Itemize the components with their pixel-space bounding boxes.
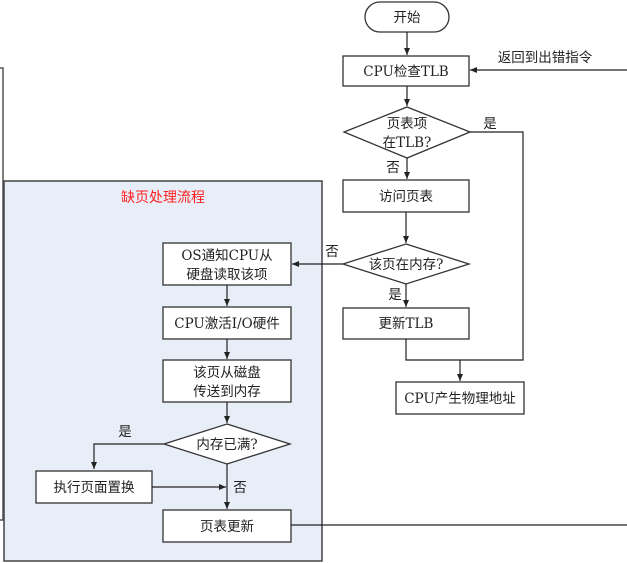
- decision-full-label: 内存已满?: [196, 437, 257, 453]
- activate-io-box: [162, 306, 292, 340]
- update-tlb-box: [342, 307, 470, 340]
- return-label: 返回到出错指令: [498, 50, 593, 66]
- update-tlb-label: 更新TLB: [379, 316, 434, 332]
- access-pt-label: 访问页表: [379, 189, 433, 205]
- outer-left-line: [0, 67, 4, 521]
- check-tlb-label: CPU检查TLB: [363, 64, 449, 80]
- no-tlb-label: 否: [386, 160, 400, 176]
- yes-tlb-label: 是: [483, 116, 497, 132]
- replace-label: 执行页面置换: [54, 480, 135, 496]
- page-fault-title: 缺页处理流程: [121, 190, 205, 206]
- os-notify-line1: OS通知CPU从: [181, 247, 272, 264]
- no-full-label: 否: [233, 480, 247, 496]
- yes-mem-label: 是: [388, 287, 402, 303]
- yes-tlb-path: [460, 131, 524, 361]
- decision-mem-label: 该页在内存?: [369, 257, 444, 273]
- update-pt-label: 页表更新: [200, 519, 254, 535]
- update-tlb-path: [405, 339, 460, 361]
- transfer-line1: 该页从磁盘: [193, 364, 261, 381]
- decision-tlb-line1: 页表项: [387, 116, 428, 132]
- phys-addr-box: [395, 381, 525, 415]
- decision-tlb-line2: 在TLB?: [383, 135, 432, 151]
- check-tlb-box: [342, 55, 470, 87]
- os-notify-box: [162, 242, 292, 286]
- start-label: 开始: [394, 10, 421, 26]
- no-mem-label: 否: [325, 244, 339, 260]
- yes-full-path: [91, 443, 164, 469]
- os-notify-line2: 硬盘读取该项: [187, 266, 268, 283]
- yes-full-label: 是: [118, 424, 132, 440]
- update-pt-box: [162, 509, 292, 543]
- phys-addr-label: CPU产生物理地址: [404, 391, 516, 407]
- activate-io-label: CPU激活I/O硬件: [174, 316, 280, 332]
- transfer-line2: 传送到内存: [193, 384, 261, 400]
- replace-box: [35, 470, 153, 504]
- transfer-box: [162, 359, 292, 403]
